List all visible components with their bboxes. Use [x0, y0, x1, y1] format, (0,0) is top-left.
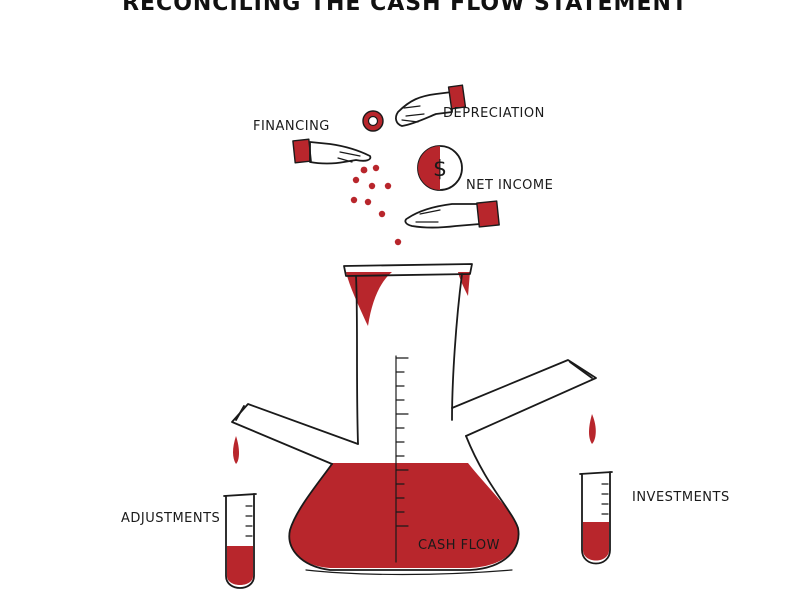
depreciation-hand-icon: [395, 84, 467, 127]
drop-6: [350, 196, 358, 204]
drop-9: [394, 238, 402, 246]
falling-drops: [350, 164, 402, 246]
cash-flow-flask: CASH FLOW: [231, 263, 597, 576]
drop-1: [360, 166, 368, 174]
left-drip: [233, 436, 239, 464]
drop-4: [368, 182, 376, 190]
flask-liquid: [289, 463, 519, 568]
drop-7: [364, 198, 372, 206]
page-title: RECONCILING THE CASH FLOW STATEMENT: [122, 0, 688, 16]
gear-icon: [362, 110, 384, 132]
financing-hand-icon: [292, 138, 372, 165]
cash-flow-label: CASH FLOW: [418, 538, 500, 553]
depreciation-label: DEPRECIATION: [443, 106, 545, 121]
investments-label: INVESTMENTS: [632, 490, 730, 505]
net-income-label: NET INCOME: [466, 178, 553, 193]
drop-3: [352, 176, 360, 184]
right-drip: [589, 414, 596, 444]
financing-label: FINANCING: [253, 119, 330, 134]
drop-2: [372, 164, 380, 172]
investments-test-tube: [579, 471, 613, 565]
coin-symbol: $: [433, 157, 447, 182]
adjustments-label: ADJUSTMENTS: [121, 511, 220, 526]
drop-8: [378, 210, 386, 218]
adjustments-test-tube: [223, 493, 257, 589]
net-income-hand-icon: [404, 200, 500, 229]
dollar-coin-icon: $: [417, 145, 463, 191]
drop-5: [384, 182, 392, 190]
